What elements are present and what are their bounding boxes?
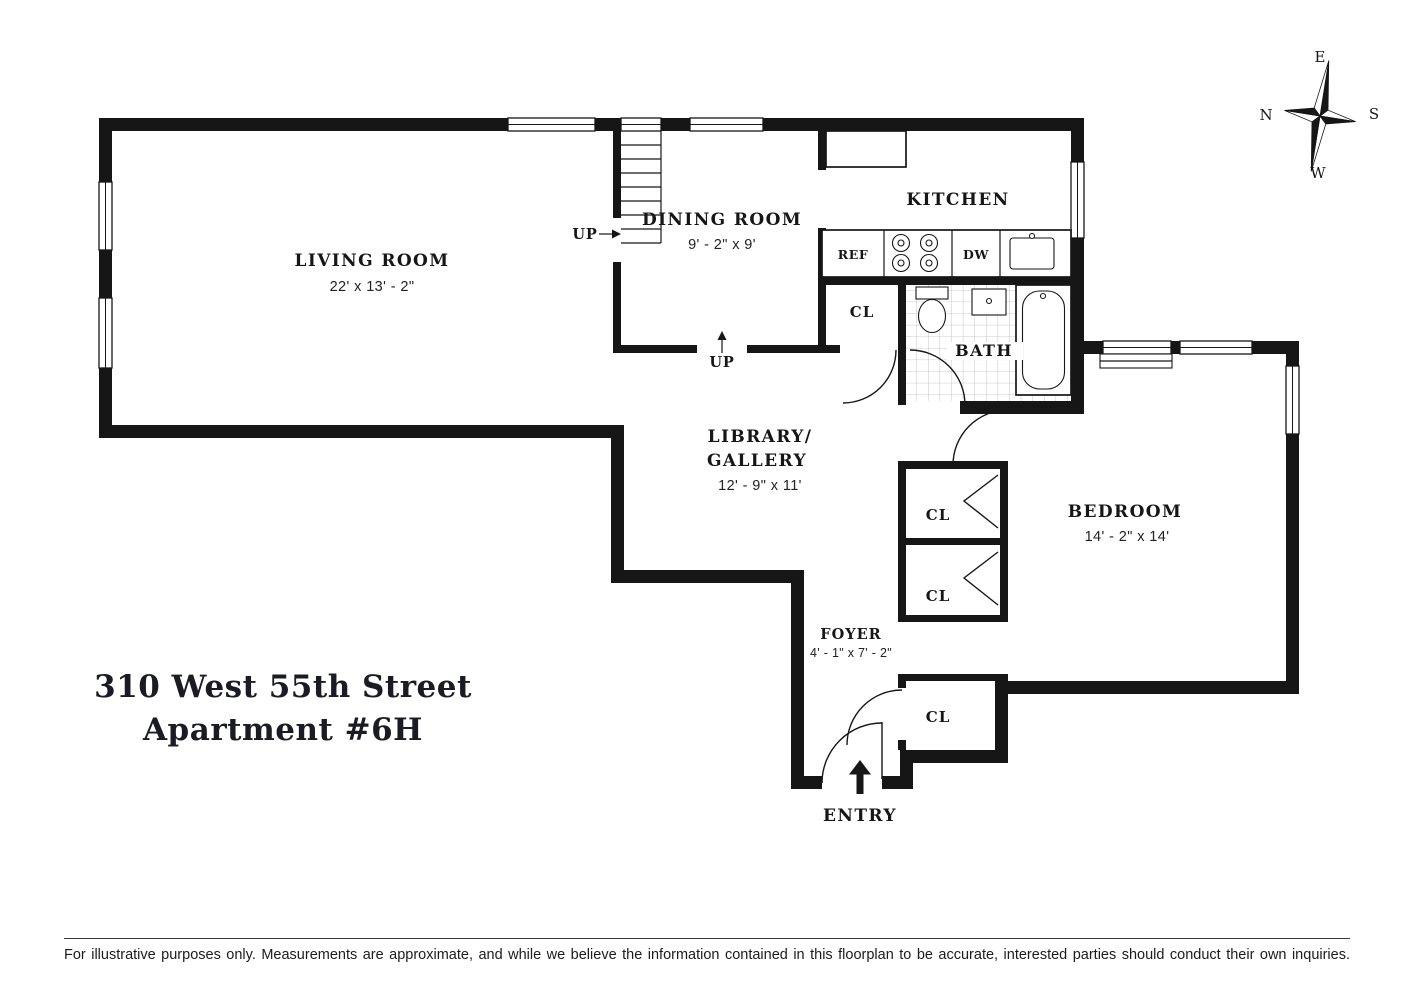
up-label-stairs: UP — [572, 226, 597, 243]
kitchen-fixtures — [821, 130, 1072, 278]
disclaimer-text: For illustrative purposes only. Measurem… — [64, 938, 1350, 963]
staircase — [621, 131, 662, 244]
bedroom-label: BEDROOM — [1068, 502, 1182, 522]
door-swings — [821, 349, 1009, 784]
compass-west-label: W — [1310, 164, 1326, 182]
compass-north-label: N — [1259, 106, 1272, 124]
living-room-label: LIVING ROOM — [295, 251, 450, 271]
closet-kitchen-label: CL — [850, 303, 875, 321]
bathtub-faucet — [1039, 292, 1047, 300]
toilet — [917, 298, 947, 334]
kitchen-label: KITCHEN — [906, 190, 1009, 210]
entry-arrow-icon — [849, 760, 871, 794]
bedroom-radiator — [1099, 353, 1173, 369]
library-label-line1: LIBRARY/ — [708, 427, 813, 447]
dining-room-label: DINING ROOM — [642, 210, 802, 230]
compass-star-icon — [1284, 60, 1356, 172]
entry-label: ENTRY — [823, 806, 897, 826]
compass-rose: E N S W — [1259, 48, 1379, 182]
bathroom-faucet — [985, 297, 993, 305]
compass-east-label: E — [1315, 48, 1326, 66]
dishwasher-label: DW — [963, 247, 989, 262]
stove-burners — [891, 233, 939, 273]
toilet-tank — [915, 286, 949, 300]
foyer-dims: 4' - 1" x 7' - 2" — [810, 646, 892, 660]
up-label-dining: UP — [709, 354, 734, 371]
closet-3-label: CL — [926, 708, 951, 726]
kitchen-faucet — [1028, 232, 1036, 240]
bath-fixtures — [915, 284, 1072, 396]
closet-2-label: CL — [926, 587, 951, 605]
refrigerator-label: REF — [838, 247, 869, 262]
dining-room-dims: 9' - 2" x 9' — [688, 237, 756, 253]
kitchen-sink — [1009, 237, 1055, 270]
library-dims: 12' - 9" x 11' — [718, 478, 802, 494]
windows — [98, 117, 1300, 435]
bedroom-dims: 14' - 2" x 14' — [1085, 529, 1170, 545]
library-label-line2: GALLERY — [707, 451, 807, 471]
closet-1-label: CL — [926, 506, 951, 524]
bath-label-background — [947, 342, 1023, 360]
up-arrow-up-icon — [717, 331, 727, 353]
foyer-label: FOYER — [820, 626, 881, 643]
up-arrow-right-icon — [599, 229, 621, 239]
address-line1: 310 West 55th Street — [94, 669, 472, 705]
compass-south-label: S — [1369, 105, 1379, 123]
living-room-dims: 22' x 13' - 2" — [330, 279, 415, 295]
address-line2: Apartment #6H — [142, 712, 423, 748]
kitchen-upper-counter — [825, 130, 907, 168]
bathtub-inner — [1021, 290, 1066, 390]
bath-label: BATH — [955, 341, 1013, 360]
